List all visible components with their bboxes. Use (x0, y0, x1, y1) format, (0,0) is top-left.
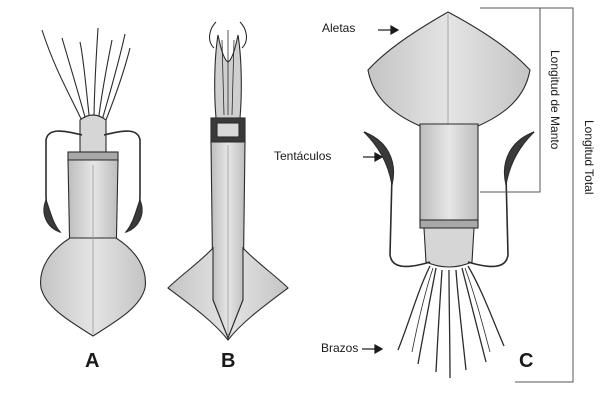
squid-b (168, 22, 288, 340)
squid-a-right-club (126, 200, 142, 232)
squid-c-mantle (420, 124, 478, 220)
squid-a-head (80, 115, 106, 155)
squid-a (41, 28, 146, 336)
mantle-length-label: Longitud de Manto (548, 50, 562, 149)
tentacles-label: Tentáculos (274, 149, 331, 163)
squid-c-arms (398, 266, 504, 378)
squid-c-collar (420, 220, 478, 228)
squid-a-left-club (44, 200, 60, 232)
squid-c (364, 12, 534, 378)
squid-c-right-club (504, 132, 534, 185)
squid-c-head (424, 228, 474, 267)
panel-label-b: B (221, 350, 235, 373)
panel-label-a: A (85, 350, 99, 373)
fins-label: Aletas (322, 21, 355, 35)
arms-label: Brazos (321, 341, 358, 355)
squid-a-arms (42, 28, 130, 125)
panel-label-c: C (519, 350, 533, 373)
squid-a-collar (68, 152, 118, 160)
total-length-label: Longitud Total (582, 120, 596, 195)
